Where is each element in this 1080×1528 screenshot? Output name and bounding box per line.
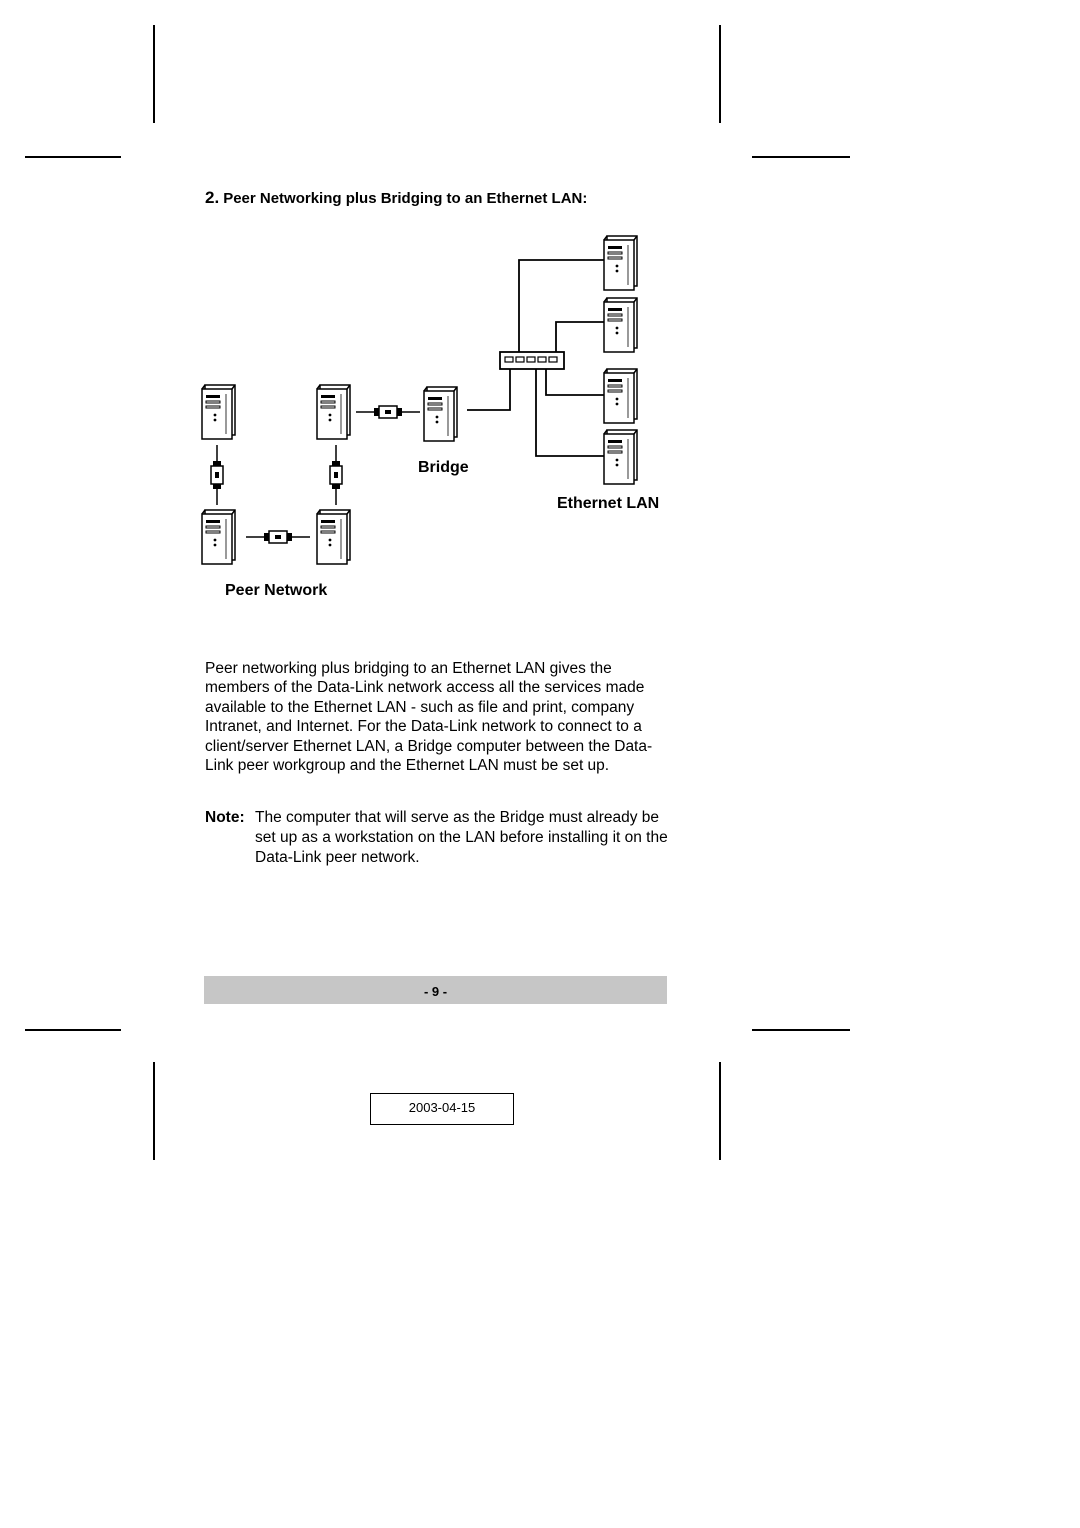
- data-link-cable-icon: [355, 405, 421, 419]
- data-link-cable-icon: [329, 444, 343, 506]
- lan-computer-icon: [603, 235, 638, 291]
- crop-mark: [153, 1062, 155, 1160]
- date-box: 2003-04-15: [370, 1093, 514, 1125]
- section-heading: 2.Peer Networking plus Bridging to an Et…: [205, 188, 587, 208]
- crop-mark: [719, 25, 721, 123]
- crop-mark: [25, 156, 121, 158]
- crop-mark: [719, 1062, 721, 1160]
- note: Note: The computer that will serve as th…: [205, 808, 675, 868]
- lan-cabling: [467, 259, 606, 457]
- lan-computer-icon: [603, 297, 638, 353]
- date-stamp: 2003-04-15: [408, 1100, 476, 1115]
- peer-computer-icon: [201, 509, 236, 565]
- data-link-cable-icon: [210, 444, 224, 506]
- ethernet-lan-label: Ethernet LAN: [557, 495, 660, 512]
- page-number: - 9 -: [423, 984, 448, 999]
- bridge-label: Bridge: [418, 459, 469, 476]
- network-diagram: [201, 235, 638, 565]
- section-number: 2.: [205, 188, 220, 207]
- peer-computer-icon: [201, 384, 236, 440]
- note-text: The computer that will serve as the Brid…: [255, 809, 668, 866]
- peer-computer-icon: [316, 509, 351, 565]
- page-number-bar: - 9 -: [204, 976, 667, 1004]
- crop-mark: [752, 156, 850, 158]
- peer-network-label: Peer Network: [225, 582, 328, 599]
- lan-computer-icon: [603, 429, 638, 485]
- note-label: Note:: [205, 809, 245, 826]
- crop-mark: [153, 25, 155, 123]
- lan-computer-icon: [603, 368, 638, 424]
- crop-mark: [752, 1029, 850, 1031]
- bridge-computer-icon: [423, 386, 458, 442]
- peer-computer-icon: [316, 384, 351, 440]
- crop-mark: [25, 1029, 121, 1031]
- ethernet-hub: [499, 351, 565, 370]
- section-title: Peer Networking plus Bridging to an Ethe…: [223, 190, 588, 207]
- body-paragraph: Peer networking plus bridging to an Ethe…: [205, 660, 653, 775]
- data-link-cable-icon: [245, 530, 311, 544]
